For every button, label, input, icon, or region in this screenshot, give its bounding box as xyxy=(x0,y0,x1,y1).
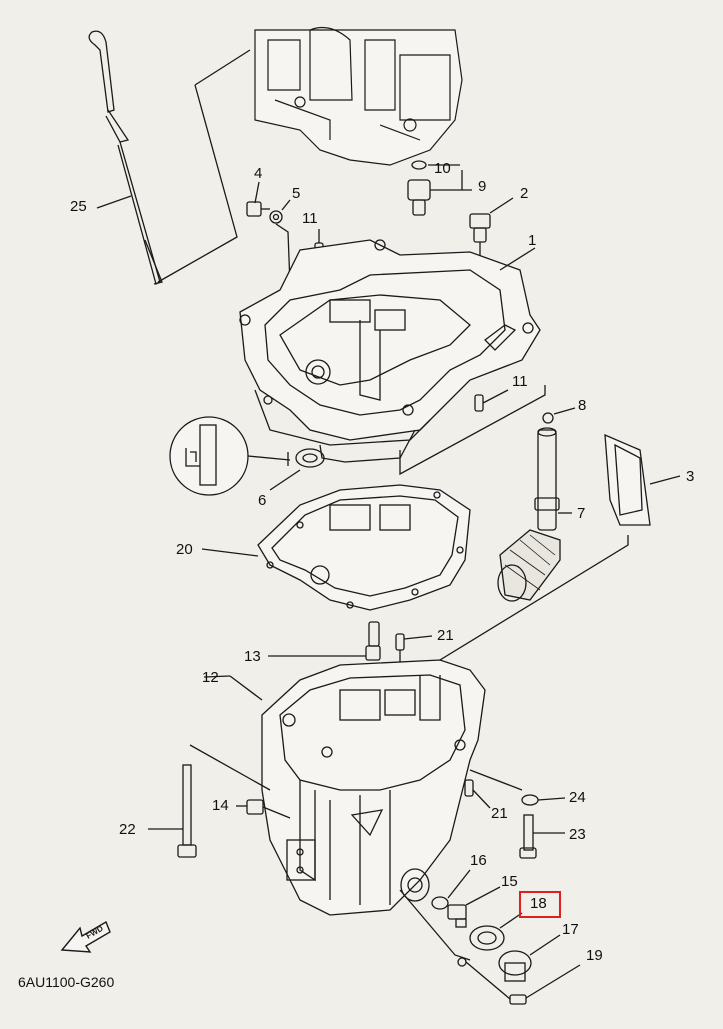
callout-19: 19 xyxy=(586,947,603,964)
callout-21-upper: 21 xyxy=(437,627,454,644)
callout-15: 15 xyxy=(501,873,518,890)
gasket-part-20 xyxy=(201,484,471,611)
callout-25: 25 xyxy=(70,198,87,215)
callout-20: 20 xyxy=(176,541,193,558)
callout-2: 2 xyxy=(520,185,529,202)
engine-block-drawing xyxy=(254,27,463,166)
callout-12: 12 xyxy=(202,669,219,686)
callout-7: 7 xyxy=(577,505,586,522)
gasket-part-18 xyxy=(469,912,523,951)
oil-seal-part-6 xyxy=(269,448,325,491)
plug-part-17 xyxy=(498,934,561,982)
cover-plate-part-3 xyxy=(604,433,681,526)
callout-11-lower: 11 xyxy=(512,373,528,390)
highlight-box-part-18 xyxy=(519,891,561,918)
oil-strainer-part-7 xyxy=(497,427,572,602)
seal-detail-inset xyxy=(169,416,291,496)
dipstick-part-25 xyxy=(88,30,163,285)
callout-9: 9 xyxy=(478,178,487,195)
callout-3: 3 xyxy=(686,468,695,485)
callout-5: 5 xyxy=(292,185,301,202)
callout-18: 18 xyxy=(530,895,547,912)
callout-22: 22 xyxy=(119,821,136,838)
callout-14: 14 xyxy=(212,797,229,814)
bolt-part-22 xyxy=(148,744,271,858)
callout-4: 4 xyxy=(254,165,263,182)
callout-24: 24 xyxy=(569,789,586,806)
callout-8: 8 xyxy=(578,397,587,414)
callout-13: 13 xyxy=(244,648,261,665)
fitting-part-13 xyxy=(268,621,381,661)
oil-pan-part-12 xyxy=(203,659,486,961)
plug-part-14 xyxy=(236,799,291,819)
callout-1: 1 xyxy=(528,232,537,249)
fitting-part-9 xyxy=(407,160,472,216)
diagram-code: 6AU1100-G260 xyxy=(18,974,115,990)
callout-16: 16 xyxy=(470,852,487,869)
upper-casing-part-1 xyxy=(239,239,541,463)
washer-part-5 xyxy=(269,199,291,224)
callout-21-lower: 21 xyxy=(491,805,508,822)
callout-6: 6 xyxy=(258,492,267,509)
callout-10: 10 xyxy=(434,160,451,177)
fwd-arrow-icon: FWD xyxy=(60,918,112,963)
callout-11-upper: 11 xyxy=(302,210,318,227)
screw-part-19 xyxy=(509,964,581,1005)
bolt-part-4 xyxy=(246,181,270,217)
callout-23: 23 xyxy=(569,826,586,843)
bolt-part-23 xyxy=(519,814,565,859)
callout-17: 17 xyxy=(562,921,579,938)
drain-bolt-part-15 xyxy=(447,886,501,928)
